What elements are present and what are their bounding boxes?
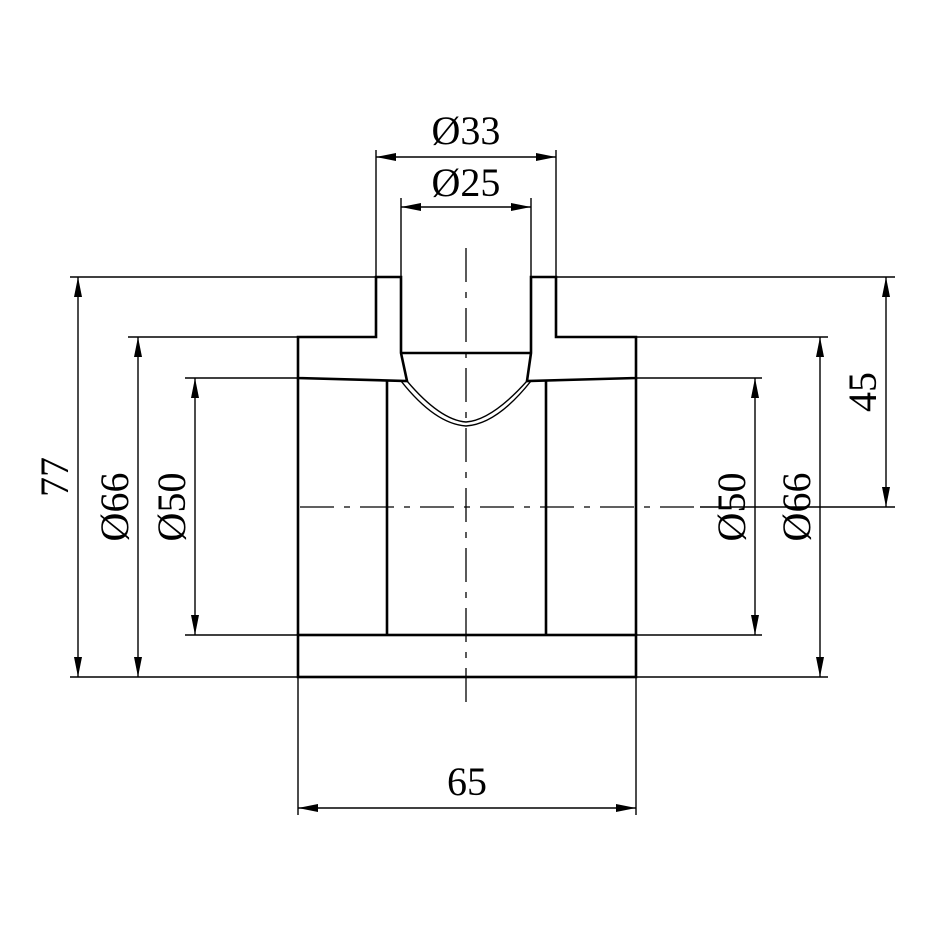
label-branch-inner-diameter: Ø25 [432,160,501,205]
center-lines [300,248,700,710]
label-inner-diameter-left: Ø50 [149,473,194,542]
dimension-lines [74,153,890,812]
hatched-sections [296,275,638,679]
label-outer-diameter-left: Ø66 [92,473,137,542]
upper-right-wall-section [525,275,638,383]
label-overall-length: 65 [447,759,487,804]
label-inner-diameter-right: Ø50 [709,473,754,542]
extension-lines [70,150,895,815]
label-branch-height: 45 [840,372,885,412]
label-outer-diameter-right: Ø66 [774,473,819,542]
bottom-wall-section [296,633,638,679]
body-outline [296,351,638,635]
dimension-labels: Ø33 Ø25 77 Ø66 Ø50 Ø50 Ø66 45 65 [32,108,885,804]
label-branch-outer-diameter: Ø33 [432,108,501,153]
label-overall-height: 77 [32,457,77,497]
upper-left-wall-section [296,275,409,383]
